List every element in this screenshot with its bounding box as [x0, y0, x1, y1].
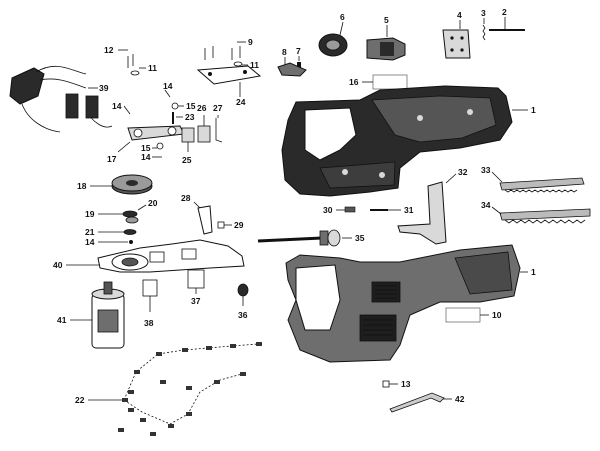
callout-11-right: 11 [250, 60, 259, 70]
callout-13: 13 [401, 379, 411, 389]
callout-16: 16 [349, 77, 359, 87]
part-9-screws: 9 [204, 37, 253, 60]
callout-18: 18 [77, 181, 87, 191]
callout-19: 19 [85, 209, 95, 219]
callout-9: 9 [248, 37, 253, 47]
part-33-blade: 33 [481, 165, 585, 193]
callout-26: 26 [197, 103, 207, 113]
part-31-screw: 31 [370, 205, 414, 215]
part-21-washer: 21 [85, 227, 137, 237]
part-22-screws: 22 [75, 342, 262, 436]
part-28-guide: 28 [181, 193, 213, 235]
part-26-bearing: 26 [197, 103, 211, 143]
part-32-shoe: 32 [397, 167, 468, 245]
callout-1-upper: 1 [531, 105, 536, 115]
callout-33: 33 [481, 165, 491, 175]
part-8-lever: 8 [277, 47, 307, 77]
callout-22: 22 [75, 395, 85, 405]
callout-14-d: 14 [85, 237, 95, 247]
part-41-motor: 41 [57, 281, 125, 349]
part-42-hex-key: 42 [389, 392, 465, 413]
callout-3: 3 [481, 8, 486, 18]
part-25-bearing: 25 [181, 127, 195, 165]
callout-32: 32 [458, 167, 468, 177]
part-3-spring: 3 [481, 8, 486, 41]
callout-31: 31 [404, 205, 414, 215]
part-14-pin-d: 14 [85, 237, 133, 247]
part-40-gear-case: 40 [53, 239, 245, 273]
callout-14-a: 14 [163, 81, 173, 91]
part-10-label: 10 [445, 307, 502, 323]
part-14-pin-c: 14 [141, 152, 162, 162]
callout-37: 37 [191, 296, 201, 306]
part-7-pin: 7 [296, 46, 301, 70]
callout-7: 7 [296, 46, 301, 56]
part-15-pin-a: 15 [171, 101, 196, 111]
callout-30: 30 [323, 205, 333, 215]
part-13-pin: 13 [382, 379, 411, 389]
part-18-gear: 18 [77, 174, 153, 195]
callout-28: 28 [181, 193, 191, 203]
callout-15-b: 15 [141, 143, 151, 153]
part-15-pin-b: 15 [141, 142, 164, 153]
callout-8: 8 [282, 47, 287, 57]
part-38-block: 38 [142, 279, 158, 328]
part-29-screw: 29 [217, 220, 244, 230]
callout-15-a: 15 [186, 101, 196, 111]
callout-20: 20 [148, 198, 158, 208]
part-14-pin-a: 14 [163, 81, 173, 98]
callout-5: 5 [384, 15, 389, 25]
part-23-pin: 23 [172, 112, 195, 124]
part-20-bearing: 20 [125, 198, 158, 224]
part-6-collar: 6 [318, 12, 348, 57]
part-16-label: 16 [349, 74, 408, 90]
callout-10: 10 [492, 310, 502, 320]
callout-11-left: 11 [148, 63, 157, 73]
callout-14-b: 14 [112, 101, 122, 111]
part-17-linkage: 17 [107, 125, 185, 164]
callout-17: 17 [107, 154, 117, 164]
callout-25: 25 [182, 155, 192, 165]
part-5-blade-clamp: 5 [366, 15, 406, 61]
callout-29: 29 [234, 220, 244, 230]
callout-27: 27 [213, 103, 223, 113]
part-34-blade: 34 [481, 200, 591, 224]
part-36-bumper: 36 [237, 283, 249, 320]
part-2-rod: 2 [489, 7, 525, 31]
part-12-screws: 12 [104, 45, 134, 68]
callout-34: 34 [481, 200, 491, 210]
part-30-screw: 30 [323, 205, 356, 215]
part-14-pin-b: 14 [112, 101, 131, 115]
callout-38: 38 [144, 318, 154, 328]
part-24-plate: 24 [196, 65, 262, 107]
part-11-washer-left: 11 [130, 63, 157, 76]
callout-36: 36 [238, 310, 248, 320]
part-1-housing-half-lower: 1 [285, 244, 536, 363]
part-37-block: 37 [187, 269, 205, 306]
callout-6: 6 [340, 12, 345, 22]
callout-42: 42 [455, 394, 465, 404]
callout-23: 23 [185, 112, 195, 122]
part-11-washer-right: 11 [233, 60, 259, 70]
callout-2: 2 [502, 7, 507, 17]
part-35-plunger: 35 [257, 229, 365, 247]
part-1-housing-half-upper: 1 [281, 85, 536, 197]
callout-1-lower: 1 [531, 267, 536, 277]
callout-39: 39 [99, 83, 109, 93]
callout-14-c: 14 [141, 152, 151, 162]
part-4-bracket: 4 [442, 10, 471, 59]
callout-12: 12 [104, 45, 114, 55]
part-27-bracket: 27 [213, 103, 223, 143]
callout-35: 35 [355, 233, 365, 243]
callout-24: 24 [236, 97, 246, 107]
callout-40: 40 [53, 260, 63, 270]
callout-4: 4 [457, 10, 462, 20]
callout-21: 21 [85, 227, 95, 237]
callout-41: 41 [57, 315, 67, 325]
part-39-switch-harness: 39 [9, 65, 113, 133]
